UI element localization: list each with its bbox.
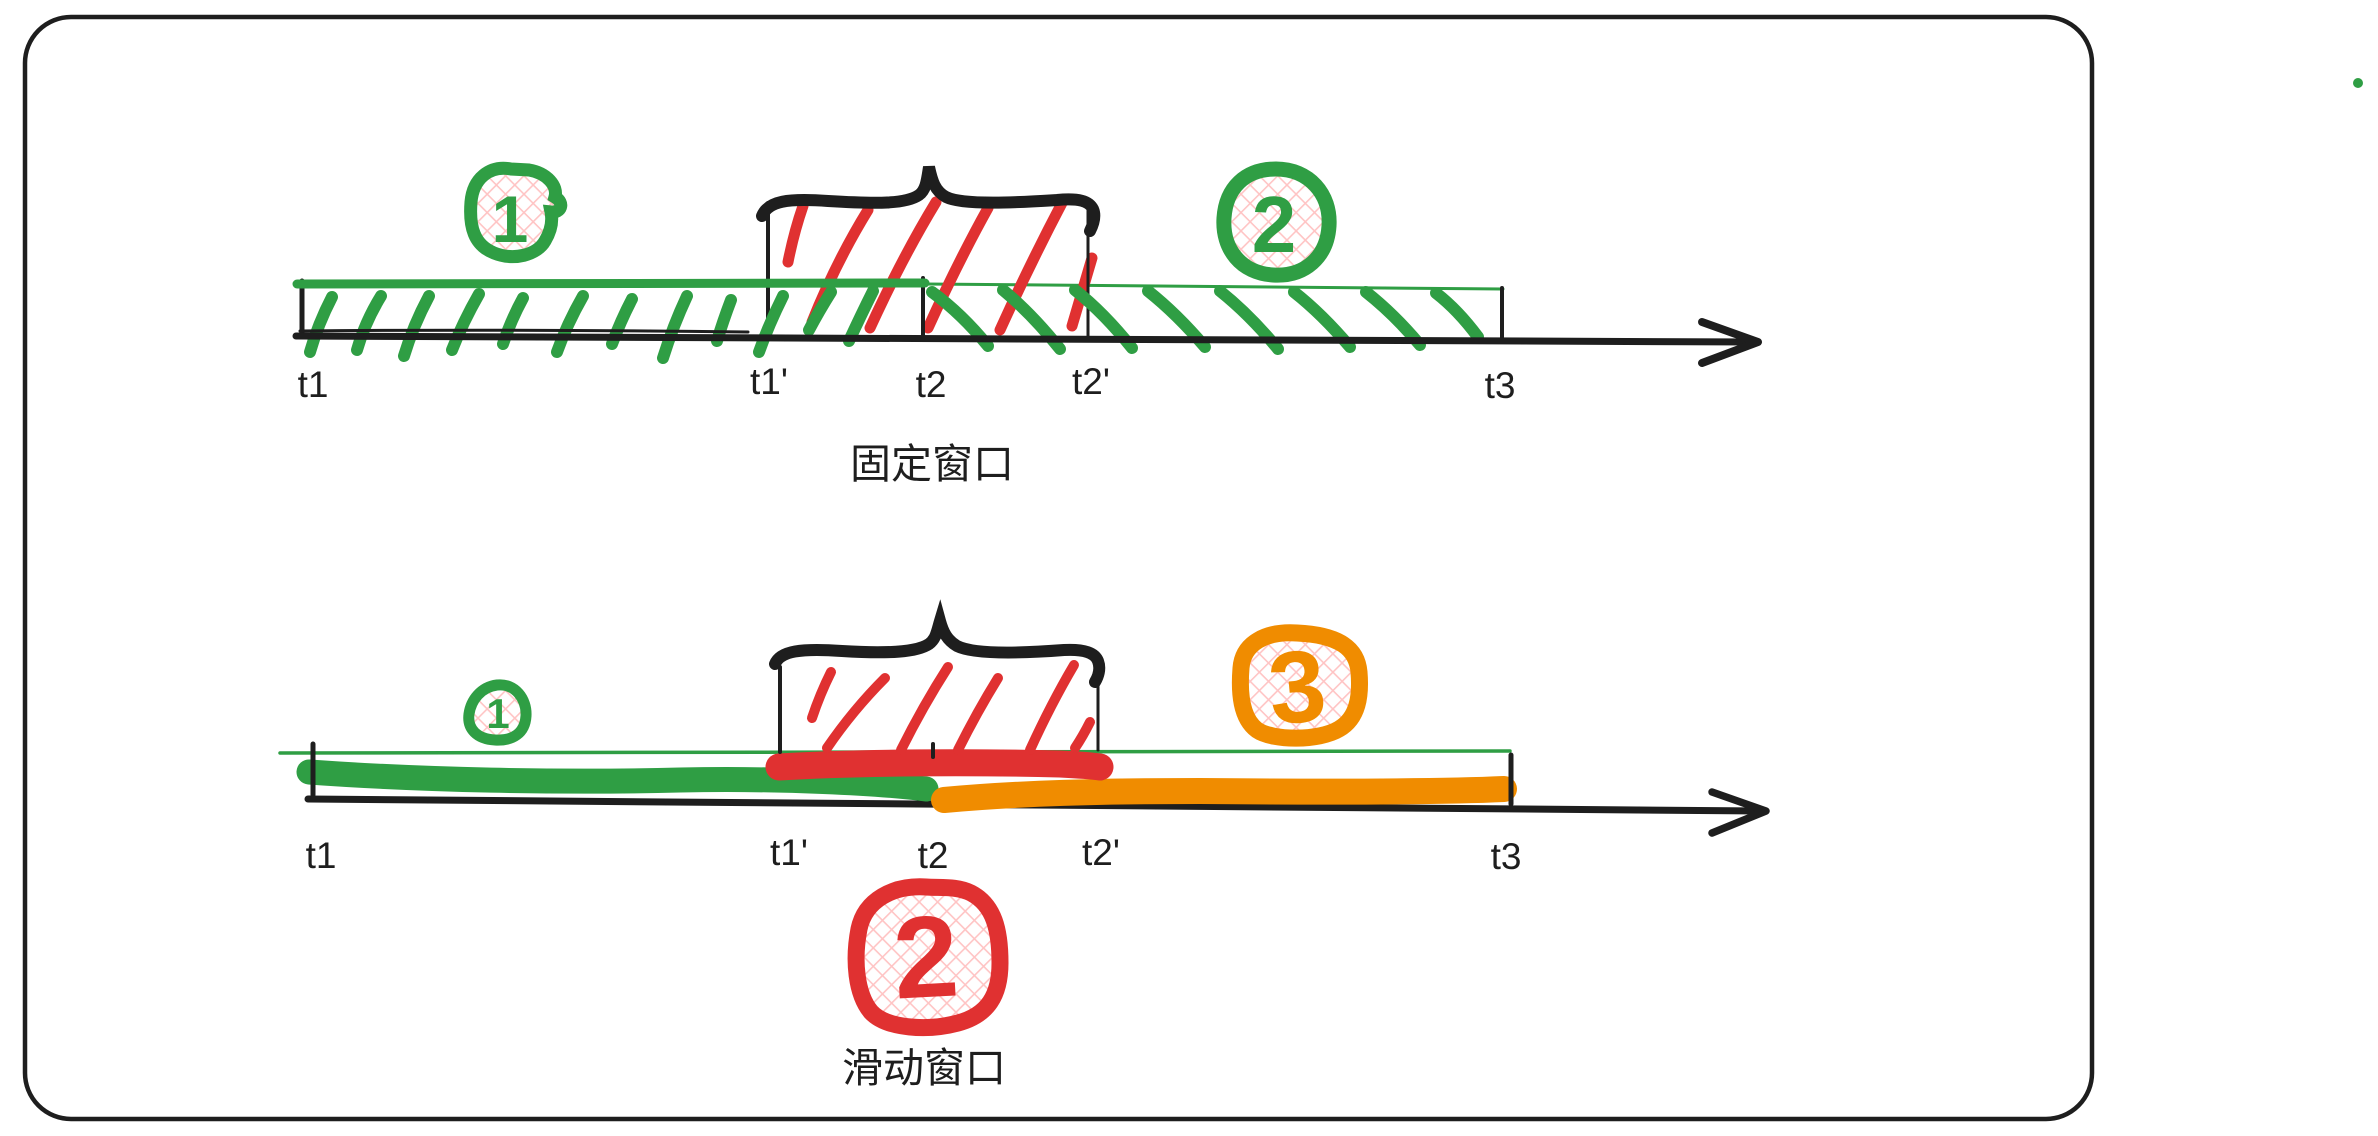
red-hatch-burst bbox=[782, 196, 1098, 336]
red-hatch-stroke bbox=[922, 202, 994, 334]
green-hatch-stroke bbox=[304, 291, 338, 358]
red-hatch-stroke bbox=[953, 673, 1003, 755]
red-hatch-stroke bbox=[1070, 717, 1095, 753]
sliding-window-box bbox=[310, 599, 1514, 807]
tick-label-t3: t3 bbox=[1491, 836, 1522, 877]
brace bbox=[756, 165, 1101, 237]
badge-digit: 2 bbox=[1252, 180, 1297, 269]
tick-label-t3: t3 bbox=[1485, 365, 1516, 406]
badge-region-1-bottom: 1 bbox=[463, 679, 532, 746]
green-hatch-stroke bbox=[753, 290, 789, 358]
badge-digit: 3 bbox=[1264, 628, 1330, 747]
green-hatch-stroke bbox=[446, 288, 485, 356]
green-hatch-stroke bbox=[398, 290, 435, 362]
tick-labels-bottom: t1 t1' t2 t2' t3 bbox=[306, 832, 1522, 877]
tick-label-t1p: t1' bbox=[750, 361, 788, 402]
badge-blob bbox=[847, 878, 1009, 1036]
tick-label-t2p: t2' bbox=[1082, 832, 1120, 873]
tick-label-t1: t1 bbox=[306, 835, 337, 876]
fixed-window-box bbox=[299, 165, 1504, 340]
green-hatch-stroke bbox=[351, 290, 387, 356]
badge-region-3-bottom: 3 bbox=[1231, 624, 1368, 747]
green-hatch-stroke bbox=[803, 286, 837, 336]
tick-label-t2: t2 bbox=[918, 835, 949, 876]
axis-line bbox=[292, 332, 1760, 346]
green-dot bbox=[2353, 78, 2363, 88]
badge-blob bbox=[1231, 624, 1368, 747]
green-hatch-region-1 bbox=[304, 285, 879, 364]
frame-border bbox=[22, 14, 2095, 1122]
red-hatch-burst bbox=[807, 660, 1095, 755]
timeline-axis-top bbox=[292, 318, 1762, 367]
green-hatch-stroke bbox=[551, 290, 589, 358]
red-hatch-stroke bbox=[807, 667, 836, 723]
badge-blob bbox=[1216, 161, 1337, 283]
tick-label-t1p: t1' bbox=[770, 832, 808, 873]
green-hatch-stroke bbox=[657, 290, 693, 364]
tick-label-t2p: t2' bbox=[1072, 361, 1110, 402]
red-hatch-stroke bbox=[864, 196, 942, 334]
green-limit-line-thin bbox=[923, 282, 1505, 291]
green-hatch-stroke bbox=[843, 285, 879, 347]
axis-arrowhead bbox=[1708, 788, 1770, 837]
red-hatch-stroke bbox=[782, 200, 809, 268]
green-limit-line-thick bbox=[292, 278, 930, 289]
badge-digit: 1 bbox=[492, 182, 529, 256]
red-hatch-stroke bbox=[896, 662, 953, 755]
red-hatch-stroke bbox=[822, 673, 890, 753]
fixed-window-diagram: 1 2 t1 t1' t2 t2' t3 固定窗口 bbox=[292, 161, 1762, 487]
badge-region-2-top: 2 bbox=[1216, 161, 1337, 283]
badge-blob bbox=[463, 679, 532, 746]
sliding-window-caption: 滑动窗口 bbox=[842, 1045, 1006, 1091]
tick-labels-top: t1 t1' t2 t2' t3 bbox=[298, 361, 1516, 406]
green-window-bar bbox=[296, 759, 939, 802]
badge-digit: 2 bbox=[890, 890, 961, 1023]
green-hatch-stroke bbox=[1430, 287, 1484, 343]
axis-overdraw bbox=[298, 328, 750, 334]
tick-label-t2: t2 bbox=[916, 364, 947, 405]
axis-arrowhead bbox=[1698, 318, 1762, 367]
badge-digit: 1 bbox=[486, 690, 509, 737]
badge-region-1-top: 1 bbox=[464, 161, 568, 263]
red-hatch-stroke bbox=[994, 197, 1068, 336]
tick-label-t1: t1 bbox=[298, 364, 329, 405]
brace bbox=[769, 599, 1106, 688]
orange-window-bar bbox=[931, 776, 1517, 813]
red-hatch-stroke bbox=[1025, 660, 1079, 755]
badge-region-2-bottom: 2 bbox=[847, 878, 1009, 1036]
sliding-window-diagram: 1 3 2 t1 t1' t2 t2' t3 滑动窗口 bbox=[278, 599, 1770, 1091]
badge-blob bbox=[464, 161, 568, 263]
fixed-window-caption: 固定窗口 bbox=[850, 441, 1014, 487]
red-window-bar bbox=[765, 749, 1114, 781]
